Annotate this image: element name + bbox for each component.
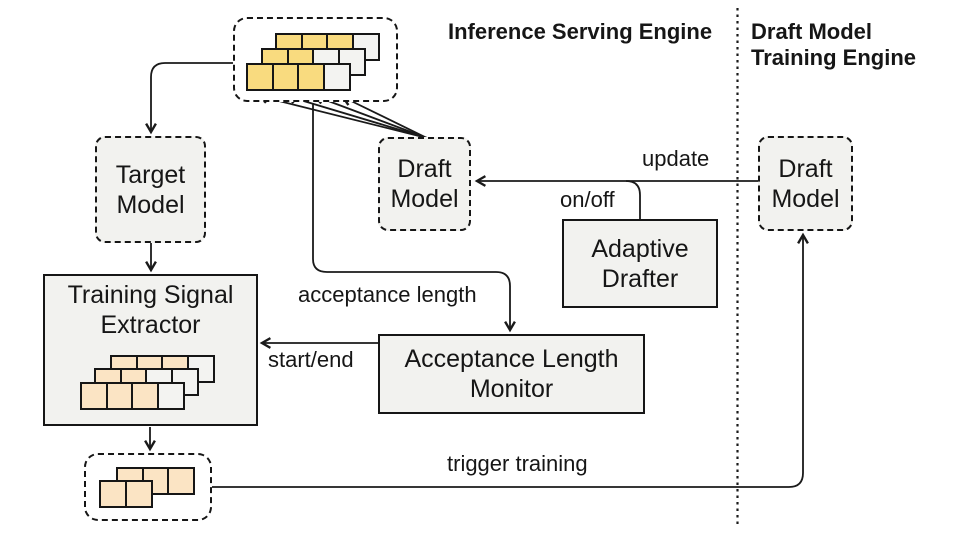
token-row [99, 480, 153, 508]
training-engine-title-line1: Draft Model [751, 19, 872, 44]
draft-model-serving-box: Draft Model [378, 137, 471, 231]
label-start-end: start/end [268, 347, 354, 372]
draft-model-training-box: Draft Model [758, 136, 853, 231]
token-cell [167, 467, 196, 495]
token-row [246, 63, 352, 91]
label-acceptance-length: acceptance length [298, 282, 477, 307]
draft-model-training-label: Draft Model [771, 154, 840, 213]
target-model-label: Target Model [115, 160, 186, 219]
token-cell [80, 382, 108, 410]
adaptive-drafter-label: Adaptive Drafter [591, 234, 689, 293]
wire-draft-to-token-2 [284, 92, 428, 139]
token-cell [338, 48, 367, 76]
training-engine-title: Draft Model Training Engine [751, 19, 916, 71]
wire-tokens-to-target-model [145, 62, 233, 135]
token-row [80, 382, 186, 410]
wire-draft-to-token-1 [256, 92, 428, 139]
label-trigger-training: trigger training [447, 451, 588, 476]
wire-on-off [625, 180, 641, 219]
draft-model-serving-label: Draft Model [390, 155, 459, 213]
label-update: update [642, 146, 710, 171]
token-cell [124, 480, 153, 508]
adaptive-drafter-box: Adaptive Drafter [562, 219, 718, 308]
token-cell [246, 63, 274, 91]
target-model-box: Target Model [95, 136, 206, 243]
acceptance-length-monitor-label: Acceptance Length Monitor [404, 345, 619, 403]
wire-draft-to-token-3 [312, 93, 428, 139]
token-cell [297, 63, 326, 91]
inference-engine-title: Inference Serving Engine [448, 19, 713, 44]
wire-acceptance-length [312, 103, 516, 333]
wire-trigger-training [212, 232, 809, 488]
acceptance-length-monitor-box: Acceptance Length Monitor [378, 334, 645, 414]
token-cell [105, 382, 134, 410]
training-engine-title-line2: Training Engine [751, 45, 917, 70]
token-cell [271, 63, 300, 91]
token-cell [323, 63, 352, 91]
token-cell [99, 480, 127, 508]
label-on-off: on/off [560, 187, 615, 212]
token-cell [157, 382, 186, 410]
wire-draft-to-token-4 [340, 95, 428, 139]
training-signal-extractor-label: Training Signal Extractor [67, 281, 234, 339]
token-cell [131, 382, 160, 410]
